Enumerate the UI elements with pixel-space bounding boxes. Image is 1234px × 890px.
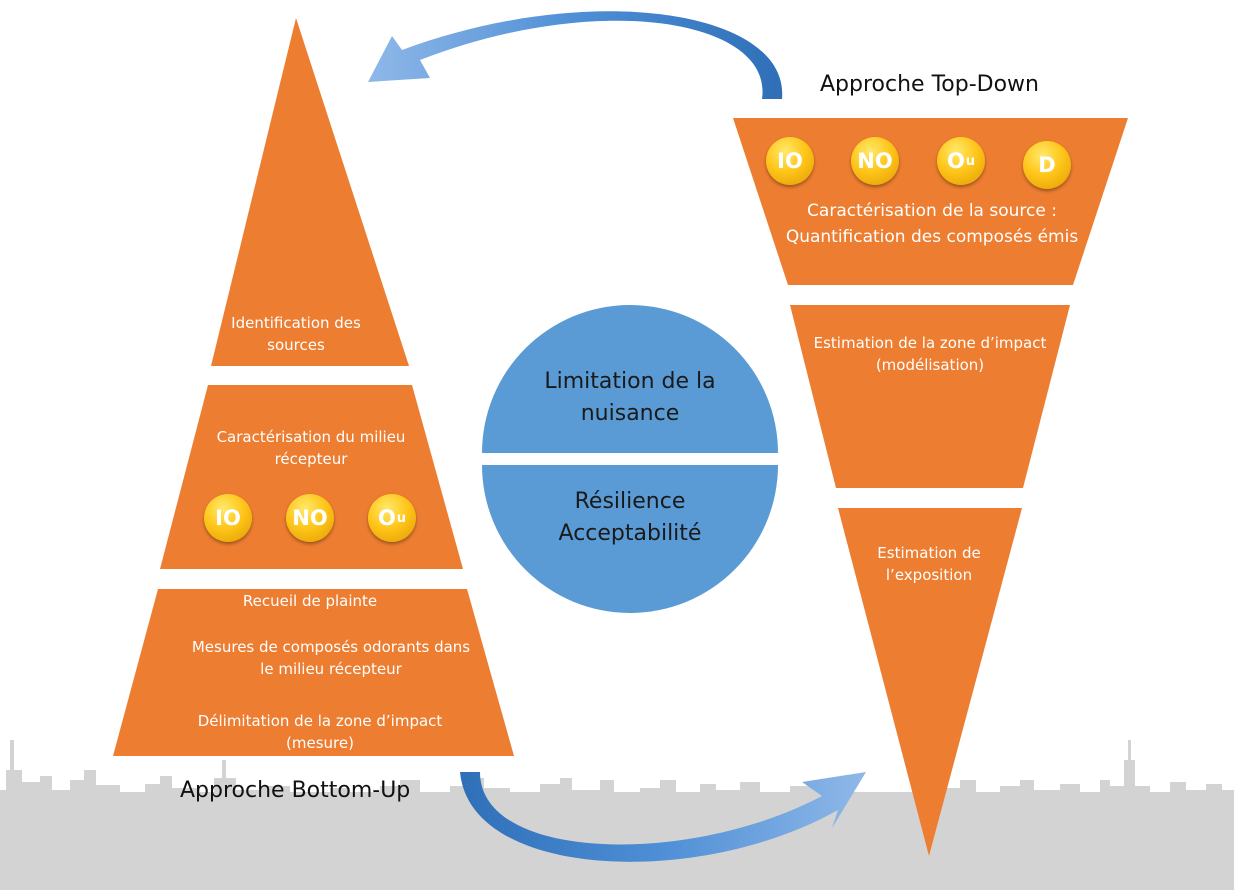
- left-tier-middle-label: Caractérisation du milieu récepteur: [216, 428, 406, 468]
- right-tier-middle: [790, 305, 1070, 488]
- center-circle-bottom: [482, 465, 778, 613]
- coin-no-icon: NO: [286, 494, 334, 542]
- left-tier-top-label: Identification des sources: [231, 314, 361, 354]
- center-bottom-line1: Résilience: [574, 489, 686, 514]
- coin-d-icon: D: [1023, 141, 1071, 189]
- left-bottom-label-3: Délimitation de la zone d’impact (mesure…: [197, 712, 443, 752]
- right-tier-middle-label: Estimation de la zone d’impact (modélisa…: [813, 334, 1047, 374]
- top-down-title: Approche Top-Down: [820, 72, 1039, 97]
- coin-io-icon: IO: [204, 494, 252, 542]
- right-tier-bottom: [838, 508, 1022, 856]
- left-bottom-label-1: Recueil de plainte: [242, 592, 378, 610]
- arrow-top-curve: [368, 11, 783, 100]
- coin-io-icon: IO: [766, 137, 814, 185]
- left-tier-top: [211, 18, 409, 366]
- right-top-label-2: Quantification des composés émis: [785, 227, 1079, 247]
- center-bottom-line2: Acceptabilité: [558, 521, 702, 546]
- bottom-up-title: Approche Bottom-Up: [180, 778, 411, 803]
- right-top-label-1: Caractérisation de la source :: [807, 201, 1057, 221]
- coin-no-icon: NO: [851, 137, 899, 185]
- right-tier-bottom-label: Estimation de l’exposition: [877, 544, 981, 584]
- arrow-bottom-curve: [460, 772, 866, 862]
- center-circle-top: [482, 305, 778, 453]
- center-top-label: Limitation de la nuisance: [544, 369, 716, 426]
- left-bottom-label-2: Mesures de composés odorants dans le mil…: [191, 638, 471, 678]
- left-tier-bottom: [113, 589, 514, 756]
